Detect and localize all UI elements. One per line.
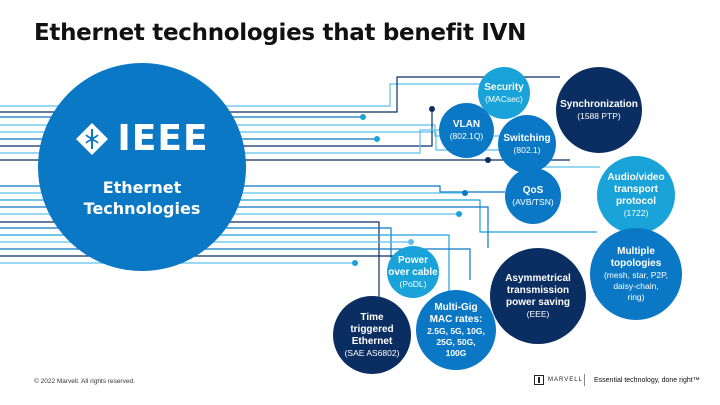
bubble-name: Power over cable — [388, 254, 438, 278]
connector-dot — [408, 239, 414, 245]
bubble-name: Synchronization — [560, 98, 638, 110]
connector-multigig — [0, 234, 450, 294]
bubble-multigig: Multi-Gig MAC rates: 2.5G, 5G, 10G, 25G,… — [416, 290, 496, 370]
connector-dot — [456, 211, 462, 217]
bubble-detail: (1722) — [623, 207, 649, 218]
connector-dot — [374, 136, 380, 142]
bubble-qos: QoS (AVB/TSN) — [505, 168, 561, 224]
connector-dot — [352, 260, 358, 266]
bubble-name: Asymmetrical transmission power saving — [505, 272, 571, 308]
bubble-security: Security (MACsec) — [478, 67, 530, 119]
footer-tagline: Essential technology, done right™ — [594, 377, 700, 384]
bubble-name: QoS — [522, 184, 544, 196]
footer-copyright: © 2022 Marvell. All rights reserved. — [34, 378, 135, 385]
marvell-wordmark: MARVELL — [548, 377, 583, 383]
bubble-name: Multi-Gig MAC rates: — [429, 301, 483, 325]
bubble-topologies: Multiple topologies (mesh, star, P2P, da… — [590, 228, 682, 320]
bubble-detail: 2.5G, 5G, 10G, 25G, 50G, 100G — [427, 325, 485, 358]
bubble-detail: (mesh, star, P2P, daisy-chain, ring) — [603, 269, 669, 302]
bubble-detail: (SAE AS6802) — [344, 347, 400, 358]
bubble-name: Multiple topologies — [610, 245, 662, 269]
bubble-time-triggered: Time triggered Ethernet (SAE AS6802) — [333, 296, 411, 374]
bubble-synchronization: Synchronization (1588 PTP) — [556, 67, 642, 153]
bubble-detail: (AVB/TSN) — [512, 196, 554, 207]
bubble-detail: (PoDL) — [399, 278, 427, 289]
bubble-name: Audio/video transport protocol — [607, 171, 665, 207]
bubble-asymmetrical: Asymmetrical transmission power saving (… — [490, 248, 586, 344]
ieee-logo-text: IEEE — [117, 118, 209, 159]
bubble-name: Security — [484, 81, 524, 93]
bubble-podl: Power over cable (PoDL) — [387, 246, 439, 298]
ieee-hub: IEEE Ethernet Technologies — [38, 63, 246, 271]
bubble-detail: (EEE) — [526, 308, 550, 319]
ieee-diamond-icon — [76, 123, 109, 155]
connector-asymmetrical — [0, 255, 402, 277]
marvell-logo: MARVELL — [534, 375, 583, 385]
bubble-name: Time triggered Ethernet — [350, 311, 394, 347]
marvell-mark-icon — [534, 375, 544, 385]
connector-dot — [485, 157, 491, 163]
bubble-detail: (802.1Q) — [449, 131, 484, 141]
connector-dot — [360, 114, 366, 120]
bubble-detail: (1588 PTP) — [577, 110, 621, 121]
connector-dot — [462, 190, 468, 196]
bubble-name: VLAN — [452, 119, 481, 130]
bubble-audio-video: Audio/video transport protocol (1722) — [597, 156, 675, 234]
bubble-switching: Switching (802.1) — [498, 115, 556, 173]
hub-label: Ethernet Technologies — [83, 178, 201, 218]
connector-dot — [429, 106, 435, 112]
footer-divider — [584, 374, 585, 386]
ieee-logo: IEEE — [75, 121, 208, 157]
bubble-vlan: VLAN (802.1Q) — [439, 103, 494, 158]
bubble-detail: (802.1) — [513, 144, 541, 155]
bubble-name: Switching — [503, 132, 551, 144]
bubble-detail: (MACsec) — [485, 93, 523, 104]
slide-title: Ethernet technologies that benefit IVN — [34, 20, 527, 46]
